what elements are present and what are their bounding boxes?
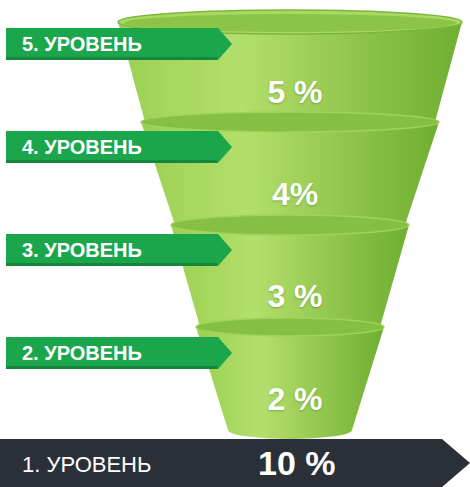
bar-body bbox=[0, 439, 470, 487]
percent-value: 4% bbox=[272, 178, 318, 210]
band-body bbox=[196, 318, 384, 439]
band-rim bbox=[171, 215, 409, 235]
band-rim bbox=[196, 318, 384, 336]
level-label: 2. УРОВЕНЬ bbox=[6, 337, 142, 369]
funnel-opening bbox=[124, 14, 456, 32]
level-label: 1. УРОВЕНЬ bbox=[22, 450, 151, 476]
base-arrow: 1. УРОВЕНЬ 10 % bbox=[0, 439, 470, 487]
tag-shade bbox=[6, 160, 217, 163]
tag-shade bbox=[6, 263, 217, 266]
percent-value: 3 % bbox=[267, 280, 322, 312]
level-label: 5. УРОВЕНЬ bbox=[6, 28, 142, 60]
level-label: 10 % bbox=[258, 446, 336, 480]
band-rim bbox=[141, 112, 439, 132]
percent-value: 2 % bbox=[267, 383, 322, 415]
tag-shade bbox=[6, 366, 217, 369]
tag-body bbox=[6, 337, 232, 369]
level-tag: 5. УРОВЕНЬ bbox=[6, 28, 232, 60]
band-body bbox=[171, 215, 409, 337]
level-tag: 4. УРОВЕНЬ bbox=[6, 131, 232, 163]
tag-shade bbox=[6, 57, 217, 60]
band-shape bbox=[196, 318, 384, 439]
level-label: 4. УРОВЕНЬ bbox=[6, 131, 142, 163]
level-tag: 3. УРОВЕНЬ bbox=[6, 234, 232, 266]
band-body bbox=[118, 10, 462, 134]
tag-body bbox=[6, 28, 232, 60]
band-rim bbox=[118, 10, 462, 34]
tag-body bbox=[6, 234, 232, 266]
funnel-band: 2 % bbox=[196, 318, 384, 439]
band-body bbox=[141, 112, 439, 235]
level-label: 3. УРОВЕНЬ bbox=[6, 234, 142, 266]
percent-value: 5 % bbox=[267, 76, 322, 108]
level-tag: 2. УРОВЕНЬ bbox=[6, 337, 232, 369]
tag-body bbox=[6, 131, 232, 163]
